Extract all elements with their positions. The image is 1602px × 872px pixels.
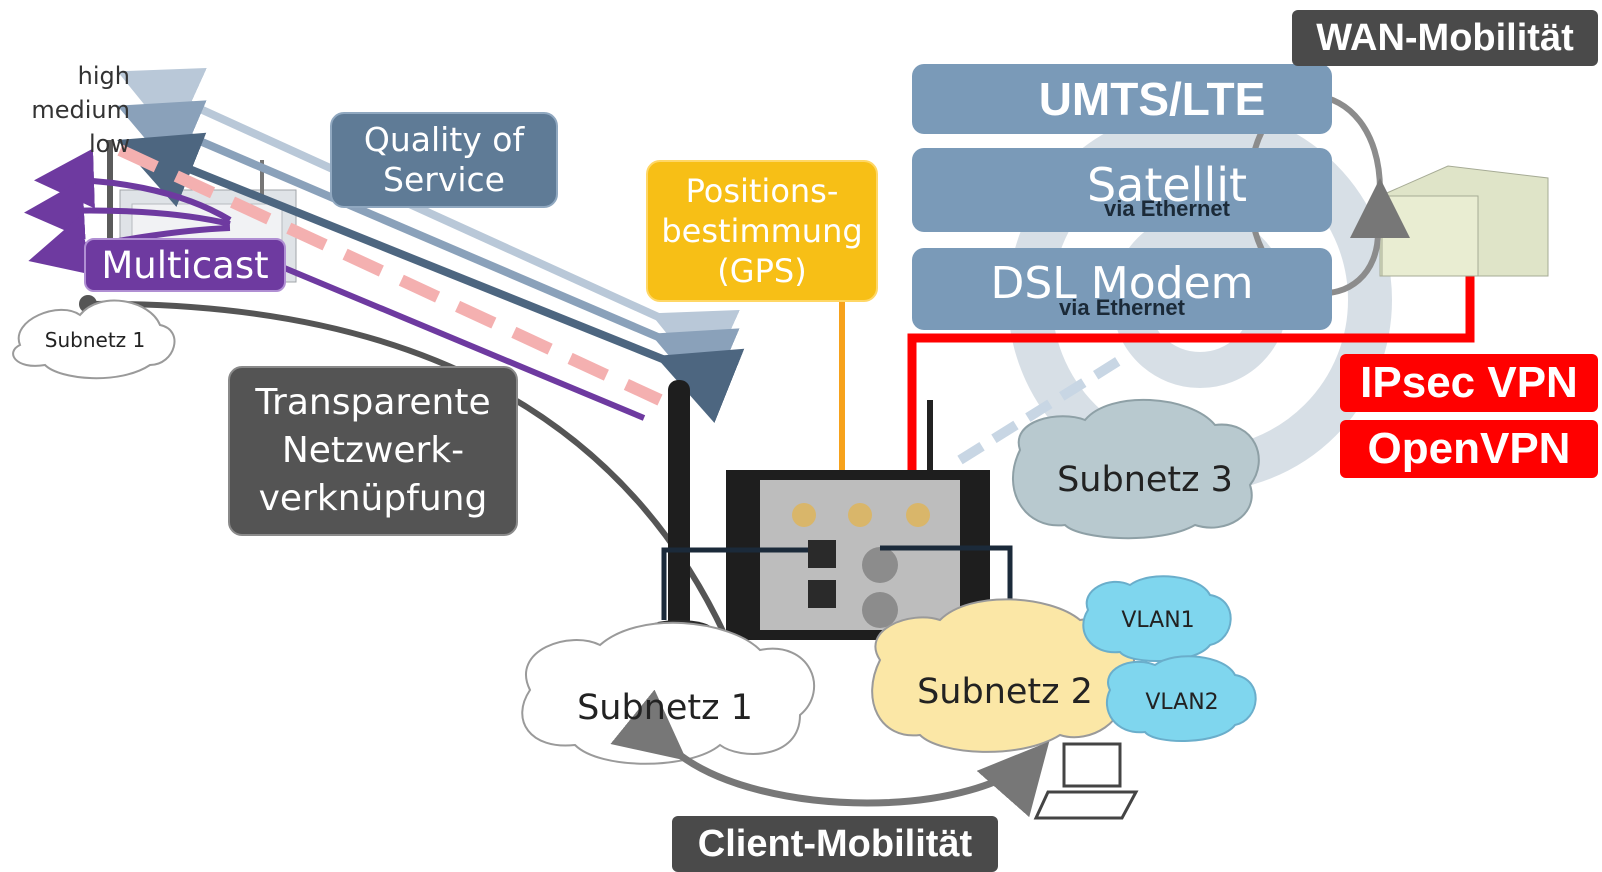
qos-line-2: Service xyxy=(383,160,505,199)
gps-line-2: bestimmung xyxy=(661,212,863,250)
subnet2-label: Subnetz 2 xyxy=(917,672,1093,712)
dsl-note: via Ethernet xyxy=(1059,295,1185,320)
wan-mobility-tag: WAN-Mobilität xyxy=(1292,10,1598,66)
dsl-label: DSL Modem xyxy=(990,258,1254,309)
transparent-line-3: verknüpfung xyxy=(258,478,488,519)
qos-low-arrow xyxy=(117,132,745,423)
device-link-subnet1 xyxy=(661,547,808,620)
qos-level-high: high xyxy=(77,62,130,90)
gps-line-3: (GPS) xyxy=(717,252,807,290)
transparent-line-2: Netzwerk- xyxy=(281,430,465,471)
qos-level-low: low xyxy=(89,130,130,158)
umts-lte-box: UMTS/LTE xyxy=(912,64,1332,134)
subnet3-label: Subnetz 3 xyxy=(1057,460,1233,500)
client-mobility-tag: Client-Mobilität xyxy=(672,816,998,872)
transparent-line-1: Transparente xyxy=(255,382,491,423)
dsl-box: DSL Modem via Ethernet xyxy=(912,248,1332,330)
quality-of-service-box: Quality of Service xyxy=(330,112,558,208)
qos-level-medium: medium xyxy=(31,96,130,124)
vlan2-label: VLAN2 xyxy=(1145,690,1219,715)
gateway-device-image xyxy=(726,400,990,640)
laptop-icon xyxy=(1033,742,1139,820)
dashed-wan-line xyxy=(957,355,1123,465)
gps-box: Positions- bestimmung (GPS) xyxy=(646,160,878,302)
qos-dashed-line xyxy=(117,144,663,406)
multicast-label: Multicast xyxy=(84,238,286,292)
satellite-note: via Ethernet xyxy=(1104,196,1230,221)
qos-line-1: Quality of xyxy=(363,120,525,159)
multicast-arrow-3 xyxy=(28,216,231,276)
multicast-line xyxy=(268,259,646,421)
cloud-vlan2 xyxy=(1105,655,1257,743)
cloud-remote-subnet xyxy=(12,299,176,380)
cloud-subnet3 xyxy=(1011,398,1260,540)
multicast-arrow-2 xyxy=(24,179,231,240)
vlan1-label: VLAN1 xyxy=(1121,608,1195,633)
ipsec-vpn-tag: IPsec VPN xyxy=(1340,354,1598,412)
subnet1-label: Subnetz 1 xyxy=(577,688,753,728)
umts-lte-label: UMTS/LTE xyxy=(1038,73,1266,125)
gps-line-1: Positions- xyxy=(685,172,839,210)
cloud-vlan1 xyxy=(1082,575,1232,663)
building-image xyxy=(1379,165,1549,277)
satellite-box: Satellit via Ethernet xyxy=(912,148,1332,232)
transparent-link-box: Transparente Netzwerk- verknüpfung xyxy=(228,366,518,536)
remote-subnet-label: Subnetz 1 xyxy=(44,328,146,352)
satellite-label: Satellit xyxy=(1086,158,1248,212)
openvpn-tag: OpenVPN xyxy=(1340,420,1598,478)
vpn-link-line xyxy=(907,276,1475,470)
antenna-image xyxy=(645,380,713,640)
client-mobility-arrow xyxy=(610,689,1050,818)
